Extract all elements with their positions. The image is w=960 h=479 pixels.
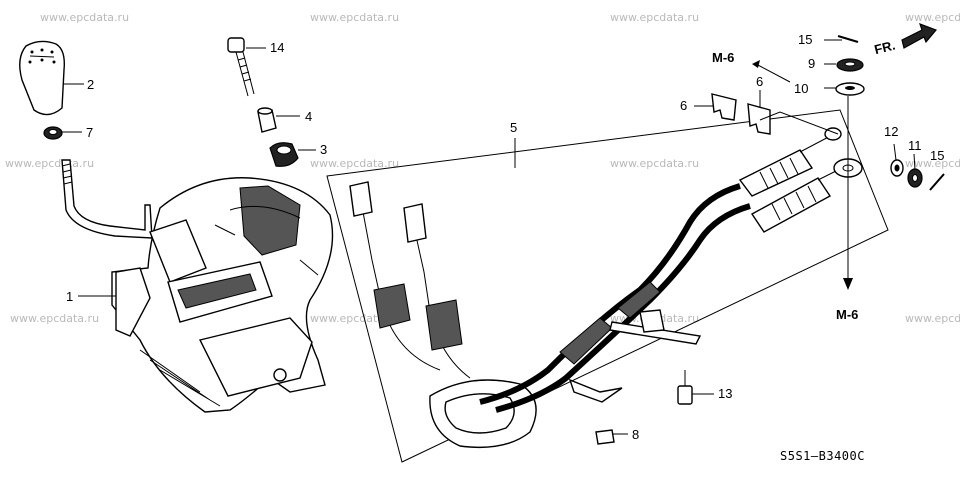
rod-collar-part bbox=[890, 159, 904, 177]
bushing-part bbox=[269, 142, 299, 167]
front-direction-indicator: FR. bbox=[873, 22, 938, 58]
callout-15b: 15 bbox=[930, 148, 944, 163]
watermark-layer: www.epcdata.ru www.epcdata.ru www.epcdat… bbox=[5, 11, 960, 325]
callout-1: 1 bbox=[66, 289, 73, 304]
callout-labels: 1 2 3 4 5 6 6 7 8 9 10 11 12 13 14 15 15 bbox=[66, 32, 944, 442]
shift-knob-part bbox=[19, 40, 66, 116]
callout-11: 11 bbox=[908, 138, 922, 153]
watermark: www.epcdata.ru bbox=[905, 312, 960, 325]
section-ref-label: M-6 bbox=[836, 307, 858, 322]
watermark: www.epcdata.ru bbox=[610, 157, 699, 170]
watermark: www.epcdata.ru bbox=[40, 11, 129, 24]
callout-10: 10 bbox=[794, 81, 808, 96]
callout-7: 7 bbox=[86, 125, 93, 140]
knob-nut-part bbox=[43, 126, 63, 140]
callout-5: 5 bbox=[510, 120, 517, 135]
watermark: www.epcdata.ru bbox=[310, 157, 399, 170]
bushing-washer-part bbox=[835, 82, 865, 96]
cable-clip-part bbox=[711, 93, 771, 135]
flange-nut-part bbox=[595, 429, 615, 445]
shift-cable-assembly-part bbox=[349, 127, 863, 449]
flat-washer-part bbox=[907, 168, 923, 188]
watermark: www.epcdata.ru bbox=[905, 157, 960, 170]
callout-9: 9 bbox=[808, 56, 815, 71]
callout-12: 12 bbox=[884, 124, 898, 139]
leader-lines bbox=[62, 39, 916, 435]
watermark: www.epcdata.ru bbox=[5, 157, 94, 170]
watermark: www.epcdata.ru bbox=[10, 312, 99, 325]
callout-2: 2 bbox=[87, 77, 94, 92]
callout-6a: 6 bbox=[680, 98, 687, 113]
watermark: www.epcdata.ru bbox=[610, 11, 699, 24]
section-ref-label: M-6 bbox=[712, 50, 734, 65]
callout-14: 14 bbox=[270, 40, 284, 55]
callout-13: 13 bbox=[718, 386, 732, 401]
watermark: www.epcdata.ru bbox=[310, 312, 399, 325]
callout-3: 3 bbox=[320, 142, 327, 157]
callout-15a: 15 bbox=[798, 32, 812, 47]
callout-6b: 6 bbox=[756, 74, 763, 89]
cotter-pin-part bbox=[837, 35, 945, 191]
callout-4: 4 bbox=[305, 109, 312, 124]
diagram-code: S5S1–B3400C bbox=[780, 449, 865, 463]
callout-8: 8 bbox=[632, 427, 639, 442]
front-direction-label: FR. bbox=[873, 38, 897, 58]
watermark: www.epcdata.ru bbox=[905, 11, 960, 24]
collar-part bbox=[257, 107, 277, 133]
shift-lever-assembly-part bbox=[61, 159, 334, 413]
flange-bolt-part bbox=[677, 370, 693, 405]
watermark: www.epcdata.ru bbox=[310, 11, 399, 24]
bolt-part bbox=[227, 37, 255, 97]
cable-assembly-outline bbox=[326, 109, 889, 463]
washer-part bbox=[836, 58, 864, 72]
